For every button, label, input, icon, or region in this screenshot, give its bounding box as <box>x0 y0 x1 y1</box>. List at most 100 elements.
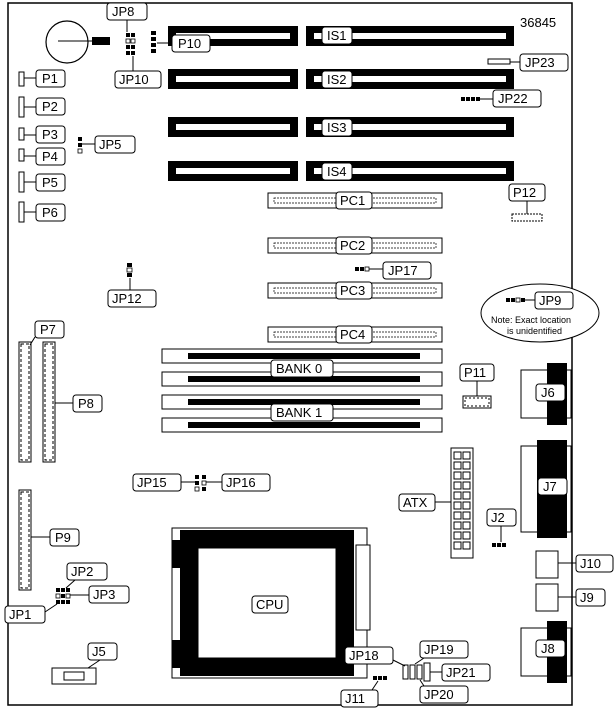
p9-connector <box>18 489 32 591</box>
label-pc4: PC4 <box>335 325 373 344</box>
label-p4: P4 <box>24 147 66 166</box>
svg-text:JP22: JP22 <box>498 91 528 106</box>
svg-text:P1: P1 <box>42 71 58 86</box>
label-jp10: JP10 <box>114 56 162 89</box>
label-j11: J11 <box>340 680 379 708</box>
isa-slots <box>168 26 514 181</box>
label-jp19: JP19 <box>414 640 469 665</box>
label-jp9: JP9 <box>539 293 561 308</box>
label-jp8: JP8 <box>106 2 148 32</box>
svg-text:PC4: PC4 <box>340 327 365 342</box>
label-j9: J9 <box>558 588 606 607</box>
svg-text:JP12: JP12 <box>112 291 142 306</box>
jp23 <box>487 58 511 65</box>
label-jp15: JP15 <box>132 473 195 492</box>
svg-text:BANK 1: BANK 1 <box>276 405 322 420</box>
svg-text:CPU: CPU <box>256 597 283 612</box>
label-p8: P8 <box>55 394 103 413</box>
svg-text:JP21: JP21 <box>446 665 476 680</box>
label-jp22: JP22 <box>480 89 542 108</box>
label-atx: ATX <box>398 493 451 512</box>
label-jp20: JP20 <box>419 679 469 704</box>
j2 <box>492 543 506 547</box>
svg-text:ATX: ATX <box>403 495 428 510</box>
p1-connector <box>18 71 25 87</box>
jp1-jp2-jp3 <box>55 588 71 604</box>
svg-text:JP20: JP20 <box>424 687 454 702</box>
j9-connector <box>535 583 559 612</box>
atx-power-connector <box>450 447 474 559</box>
label-j2: J2 <box>486 508 517 542</box>
svg-text:P11: P11 <box>464 365 486 380</box>
svg-text:BANK 0: BANK 0 <box>276 361 322 376</box>
p2-connector <box>18 96 25 118</box>
svg-text:JP2: JP2 <box>71 564 93 579</box>
svg-text:PC3: PC3 <box>340 283 365 298</box>
svg-text:P10: P10 <box>178 36 201 51</box>
label-p12: P12 <box>508 183 546 214</box>
label-p2: P2 <box>24 97 66 116</box>
note-line-1: Note: Exact location <box>491 315 571 325</box>
label-p3: P3 <box>24 125 66 144</box>
svg-text:JP17: JP17 <box>388 263 418 278</box>
svg-text:P4: P4 <box>42 149 58 164</box>
jp12 <box>126 263 133 277</box>
label-p11: P11 <box>459 363 495 396</box>
label-j5: J5 <box>87 642 118 669</box>
label-pc1: PC1 <box>335 191 373 210</box>
label-bank0: BANK 0 <box>270 359 334 378</box>
svg-text:PC2: PC2 <box>340 238 365 253</box>
svg-text:JP1: JP1 <box>9 607 31 622</box>
svg-text:P3: P3 <box>42 127 58 142</box>
battery <box>45 20 110 64</box>
label-jp12: JP12 <box>107 278 157 308</box>
p4-connector <box>18 148 25 162</box>
label-jp1: JP1 <box>4 603 58 624</box>
svg-text:JP15: JP15 <box>137 475 167 490</box>
svg-text:P5: P5 <box>42 175 58 190</box>
jp15-jp16 <box>194 475 207 492</box>
label-is2: IS2 <box>321 70 353 89</box>
svg-text:JP3: JP3 <box>93 587 115 602</box>
svg-text:J6: J6 <box>541 385 555 400</box>
j10-connector <box>535 550 559 579</box>
svg-text:P2: P2 <box>42 99 58 114</box>
svg-text:JP18: JP18 <box>349 648 379 663</box>
label-p9: P9 <box>31 528 80 547</box>
label-jp5: JP5 <box>82 135 136 154</box>
svg-text:P8: P8 <box>78 396 94 411</box>
svg-text:IS4: IS4 <box>327 164 347 179</box>
cpu-socket <box>171 527 371 679</box>
label-p6: P6 <box>24 203 66 222</box>
label-p10: P10 <box>157 34 211 53</box>
label-jp21: JP21 <box>430 663 491 682</box>
svg-text:IS3: IS3 <box>327 120 347 135</box>
jp17 <box>355 266 370 272</box>
svg-text:JP5: JP5 <box>99 137 121 152</box>
svg-text:JP8: JP8 <box>112 4 134 19</box>
label-pc3: PC3 <box>335 281 373 300</box>
svg-text:P6: P6 <box>42 205 58 220</box>
svg-text:P9: P9 <box>55 530 71 545</box>
svg-text:J10: J10 <box>580 556 601 571</box>
label-bank1: BANK 1 <box>270 403 334 422</box>
p11-connector <box>462 395 492 409</box>
label-jp17: JP17 <box>369 261 432 280</box>
label-is4: IS4 <box>321 162 353 181</box>
label-jp3: JP3 <box>70 585 130 604</box>
p7-connector <box>18 341 32 463</box>
label-p7: P7 <box>29 320 65 346</box>
label-jp18: JP18 <box>344 646 406 667</box>
svg-text:J2: J2 <box>491 510 505 525</box>
label-jp23: JP23 <box>510 53 569 72</box>
svg-text:JP16: JP16 <box>226 475 256 490</box>
label-p1: P1 <box>24 69 66 88</box>
label-cpu: CPU <box>251 595 289 614</box>
label-is3: IS3 <box>321 118 353 137</box>
svg-text:PC1: PC1 <box>340 193 365 208</box>
p8-connector <box>42 341 56 463</box>
svg-text:J5: J5 <box>92 644 106 659</box>
label-jp16: JP16 <box>206 473 271 492</box>
label-jp2: JP2 <box>65 562 108 589</box>
